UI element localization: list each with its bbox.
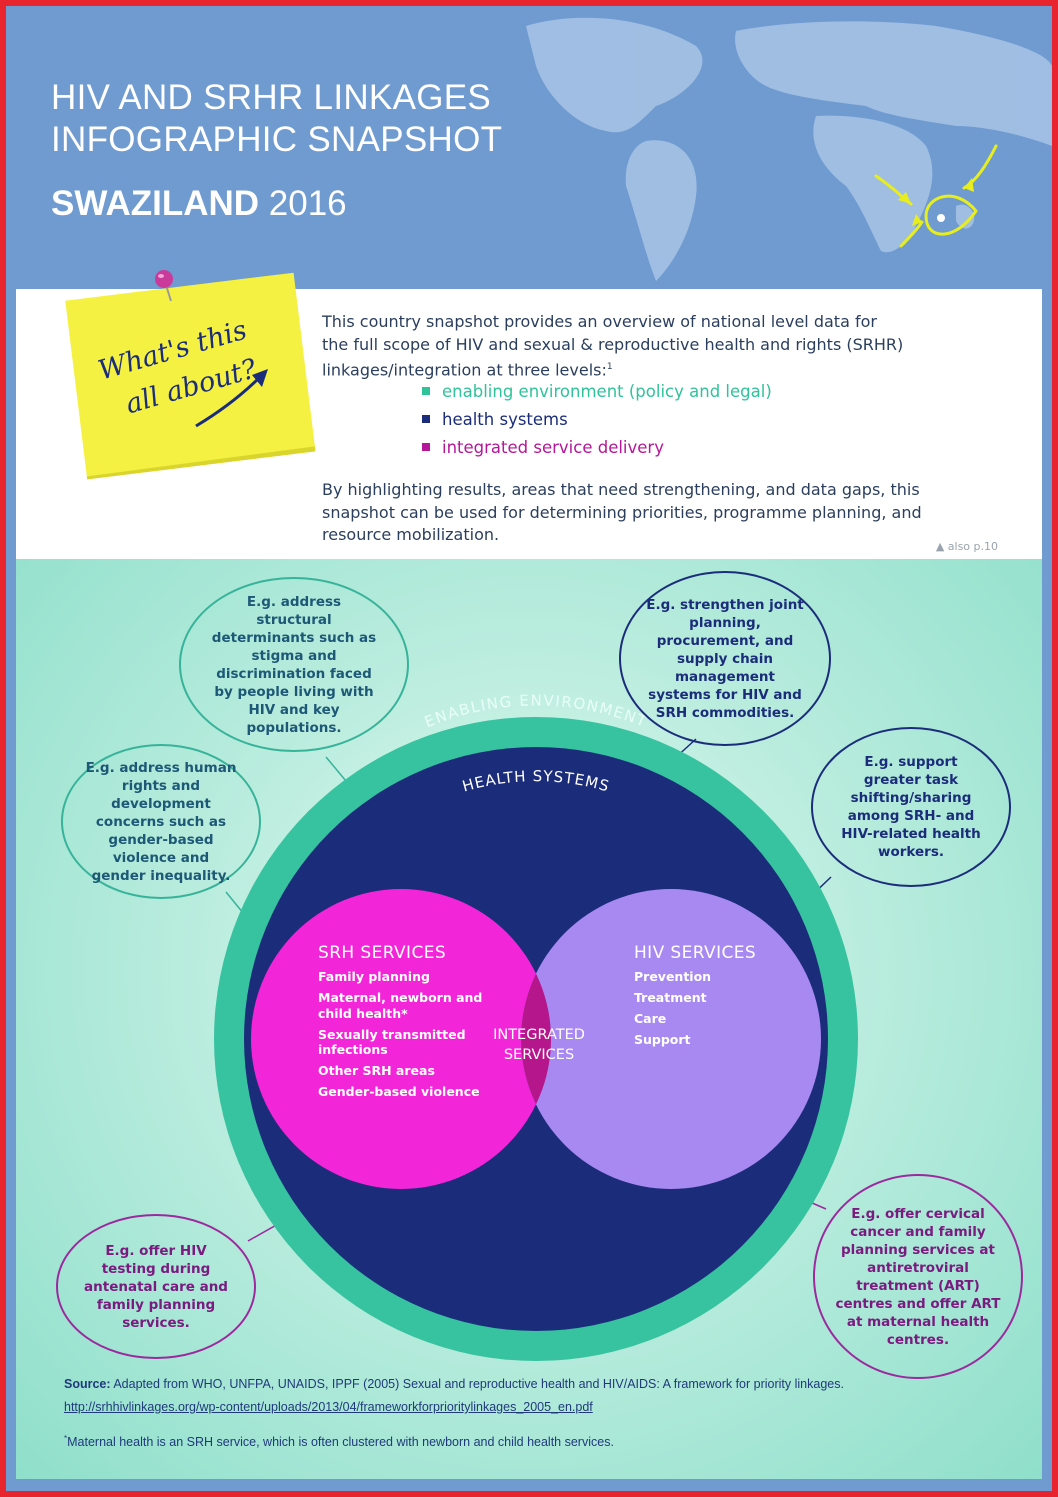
header: HIV AND SRHR LINKAGES INFOGRAPHIC SNAPSH… [6,6,1052,289]
bubble-cervical-cancer: E.g. offer cervical cancer and family pl… [813,1174,1023,1379]
srh-services-title: SRH SERVICES [318,943,447,963]
country-year: SWAZILAND 2016 [51,184,347,224]
srh-item: Gender-based violence [318,1084,480,1099]
bubble-human-rights: E.g. address human rights and developmen… [61,744,261,899]
srh-item: Family planning [318,969,430,984]
sticky-note: What's this all about? [65,270,316,480]
srh-item: Other SRH areas [318,1063,435,1078]
title-line-1: HIV AND SRHR LINKAGES [51,78,492,117]
country-name: SWAZILAND [51,184,260,223]
arrow-icon [195,369,268,428]
intro-line-3: linkages/integration at three levels:1 [322,360,613,380]
year: 2016 [268,184,347,223]
srh-item: Sexually transmitted infections [318,1026,466,1058]
srh-item: Maternal, newborn and child health* [318,990,483,1021]
srh-services-list: Family planning Maternal, newborn and ch… [318,969,493,1105]
hiv-services-circle [521,889,821,1189]
intro-line-2: the full scope of HIV and sexual & repro… [322,334,904,354]
bubble-structural-determinants: E.g. address structural determinants suc… [179,577,409,752]
intro-panel: What's this all about? This country snap… [16,270,1042,559]
intro-paragraph-2: By highlighting results, areas that need… [322,480,922,544]
linkages-diagram: ENABLING ENVIRONMENT HEALTH SYSTEMS [214,691,858,1361]
bubble-hiv-testing: E.g. offer HIV testing during antenatal … [56,1214,256,1359]
pushpin-icon [155,270,173,302]
intro-line-1: This country snapshot provides an overvi… [322,312,877,331]
level-integrated-service-delivery: integrated service delivery [422,437,664,460]
bubble-joint-planning: E.g. strengthen joint planning, procurem… [619,571,831,746]
srh-services-circle [251,889,551,1189]
hiv-item: Treatment [634,990,707,1005]
hiv-item: Care [634,1011,667,1026]
source-link[interactable]: http://srhhivlinkages.org/wp-content/upl… [64,1400,593,1414]
integrated-services-label: INTEGRATED SERVICES [493,1027,585,1063]
level-health-systems: health systems [422,409,568,432]
hiv-item: Prevention [634,969,712,984]
hiv-services-title: HIV SERVICES [634,943,757,963]
also-page-ref: ▲ also p.10 [935,540,998,553]
level-enabling-environment: enabling environment (policy and legal) [422,381,772,404]
hiv-item: Support [634,1032,691,1047]
source-citation: Source: Adapted from WHO, UNFPA, UNAIDS,… [64,1377,844,1391]
diagram-panel: ENABLING ENVIRONMENT HEALTH SYSTEMS SRH … [16,559,1042,1479]
intro-text: This country snapshot provides an overvi… [322,311,1012,544]
hiv-services-list: Prevention Treatment Care Support [634,969,784,1053]
footnote: *Maternal health is an SRH service, whic… [64,1434,614,1450]
title-line-2: INFOGRAPHIC SNAPSHOT [51,120,503,159]
bubble-task-shifting: E.g. support greater task shifting/shari… [811,727,1011,887]
world-map-graphic [526,17,1052,281]
